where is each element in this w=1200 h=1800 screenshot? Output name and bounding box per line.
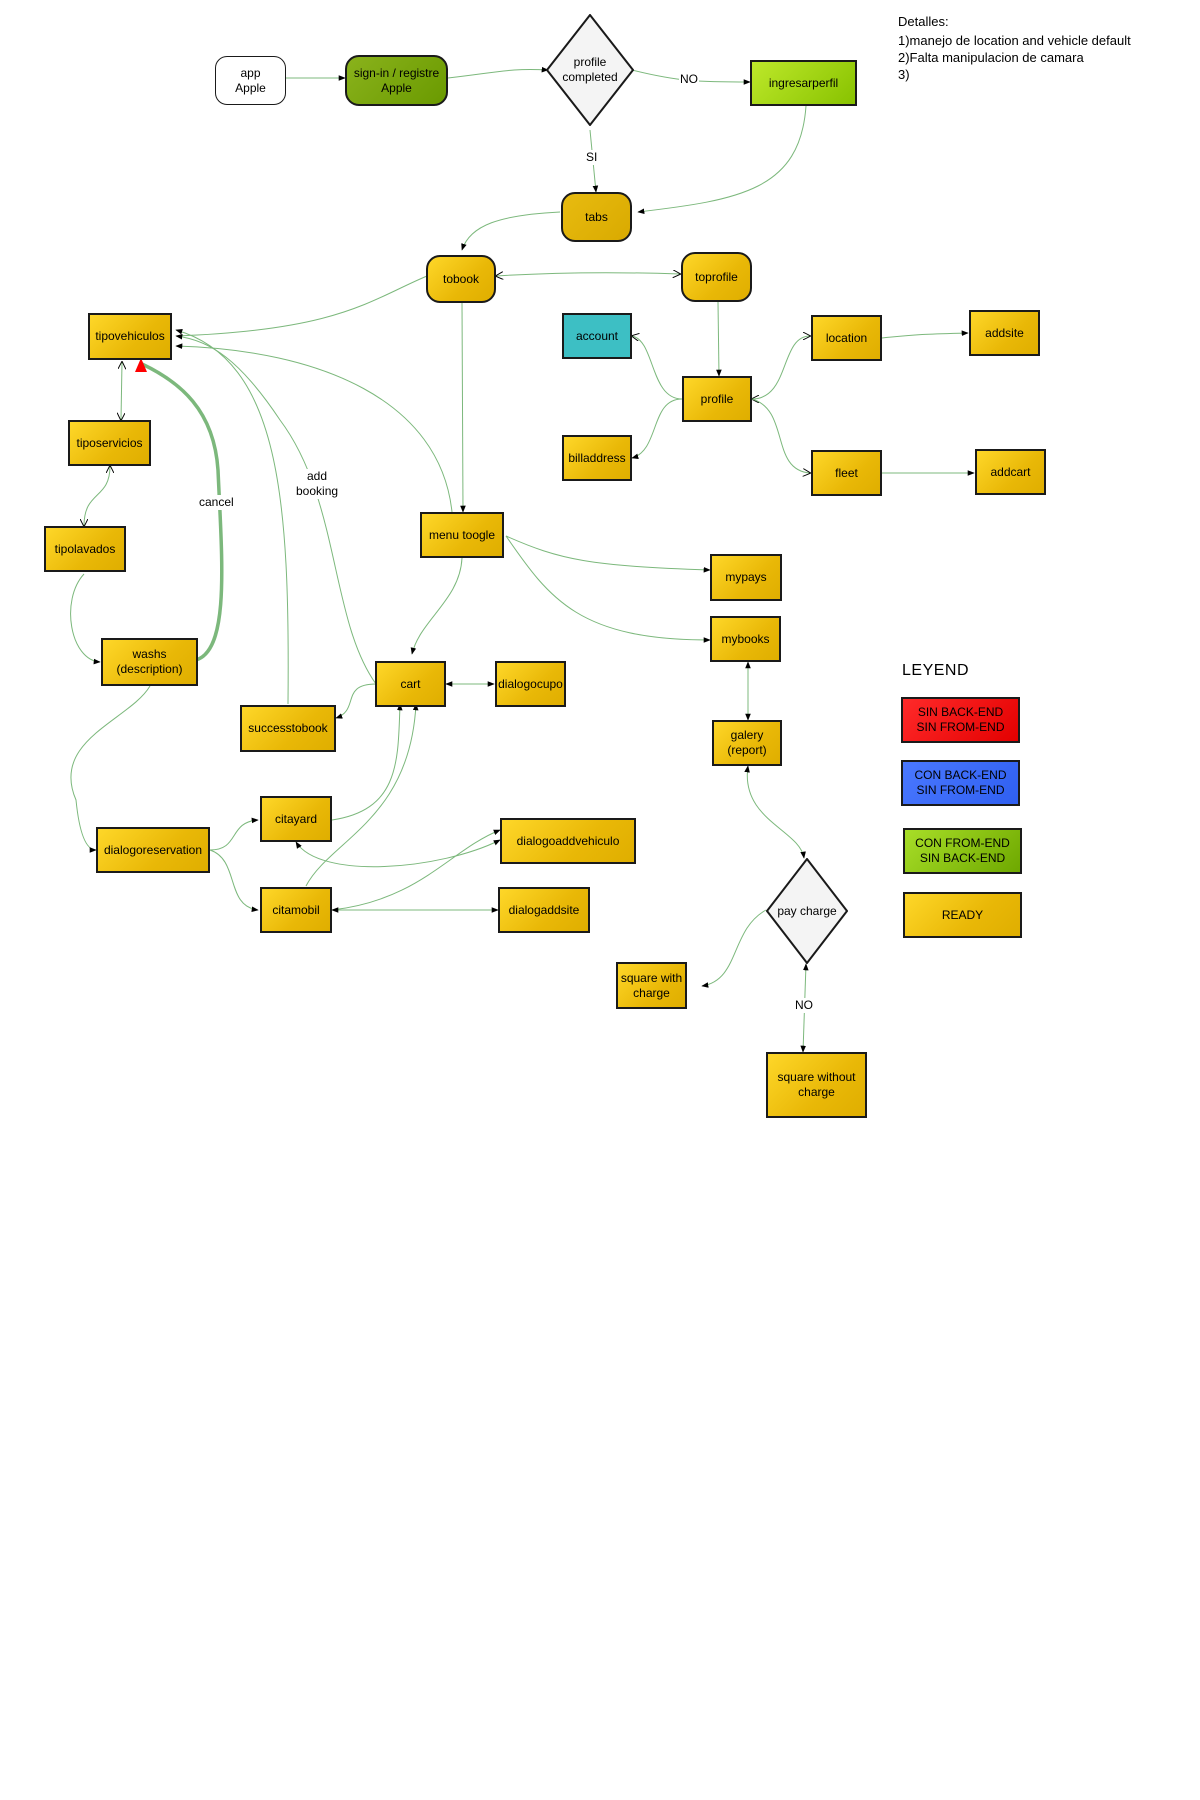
node-citayard[interactable]: citayard (260, 796, 332, 842)
edge-label-add-booking: add booking (295, 469, 340, 499)
edge-location-addsite (881, 330, 969, 339)
detail-line-1: 1)manejo de location and vehicle default (898, 33, 1131, 48)
node-galery[interactable]: galery (report) (712, 720, 782, 766)
node-tipovehiculos[interactable]: tipovehiculos (88, 313, 172, 360)
edge-menutoogle-mybooks (505, 535, 711, 643)
edge-citamobil-dialogoaddvehiculo (331, 829, 501, 911)
edge-toprofile-profile (716, 301, 722, 377)
legend-item-con-fromend-sin-backend: CON FROM-END SIN BACK-END (903, 828, 1022, 874)
edge-citamobil-cart (305, 703, 419, 887)
node-tobook[interactable]: tobook (426, 255, 496, 303)
edge-menutoogle-tipovehiculos (175, 343, 453, 513)
edge-label-cancel: cancel (198, 495, 235, 510)
node-fleet[interactable]: fleet (811, 450, 882, 496)
detail-line-2: 2)Falta manipulacion de camara (898, 50, 1084, 65)
detail-line-3: 3) (898, 67, 910, 82)
legend-item-sin-backend-sin-fromend: SIN BACK-END SIN FROM-END (901, 697, 1020, 743)
edge-citayard-cart (331, 703, 403, 821)
edge-signin-profilecompleted (447, 66, 549, 79)
edge-profile-location (752, 336, 810, 399)
node-tipolavados[interactable]: tipolavados (44, 526, 126, 572)
edge-profile-billaddress (631, 398, 683, 459)
edge-cart-successtobook (335, 683, 377, 719)
node-successtobook[interactable]: successtobook (240, 705, 336, 752)
edge-tobook-toprofile (496, 273, 680, 276)
legend-item-ready: READY (903, 892, 1022, 938)
edge-tipolavados-washs (70, 573, 101, 665)
node-profile-completed-label: profile completed (562, 55, 618, 84)
edge-cart-tipovehiculos-addbooking (175, 333, 377, 685)
node-dialogoreservation[interactable]: dialogoreservation (96, 827, 210, 873)
edge-tiposervicios-tipolavados (84, 466, 110, 526)
node-mybooks[interactable]: mybooks (710, 616, 781, 662)
edge-tipovehiculos-tiposervicios (121, 362, 122, 420)
node-profile-completed-diamond[interactable] (546, 14, 634, 126)
node-mypays[interactable]: mypays (710, 554, 782, 601)
edge-profile-fleet (751, 398, 810, 473)
legend-title: LEYEND (902, 662, 970, 679)
edge-dialogoreservation-citayard (209, 817, 259, 851)
legend-item-con-backend-sin-fromend: CON BACK-END SIN FROM-END (901, 760, 1020, 806)
node-citamobil[interactable]: citamobil (260, 887, 332, 933)
edge-label-si: SI (585, 150, 599, 165)
edge-washs-dialogoreservation (70, 685, 151, 853)
node-location[interactable]: location (811, 315, 882, 361)
edge-label-no-profile: NO (679, 72, 699, 87)
node-tabs[interactable]: tabs (561, 192, 632, 242)
cancel-arrowhead (135, 358, 147, 372)
node-dialogaddsite[interactable]: dialogaddsite (498, 887, 590, 933)
edge-menutoogle-mypays (505, 535, 711, 573)
node-pay-charge-label: pay charge (777, 903, 837, 918)
node-cart[interactable]: cart (375, 661, 446, 707)
edge-ingresar-tabs (637, 105, 807, 215)
edge-washs-tipovehiculos-cancel (141, 362, 224, 662)
edge-profile-account (632, 336, 683, 400)
node-addcart[interactable]: addcart (975, 449, 1046, 495)
node-profile[interactable]: profile (682, 376, 752, 422)
node-square-without-charge[interactable]: square without charge (766, 1052, 867, 1118)
node-app-apple[interactable]: app Apple (215, 56, 286, 105)
edge-citayard-dialogoaddvehiculo (295, 839, 501, 868)
edge-menutoogle-cart (410, 557, 463, 655)
node-square-with-charge[interactable]: square with charge (616, 962, 687, 1009)
edge-paycharge-squarewith (701, 909, 767, 988)
node-pay-charge-diamond[interactable] (766, 858, 848, 964)
edge-tabs-tobook (461, 211, 561, 251)
node-menu-toogle[interactable]: menu toogle (420, 512, 504, 558)
node-washs[interactable]: washs (description) (101, 638, 198, 686)
edge-tobook-menutoogle (460, 301, 466, 513)
node-billaddress[interactable]: billaddress (562, 435, 632, 481)
node-ingresarperfil[interactable]: ingresarperfil (750, 60, 857, 106)
edge-tobook-tipovehiculos (175, 275, 428, 337)
edge-label-no-paycharge: NO (794, 998, 814, 1013)
node-toprofile[interactable]: toprofile (681, 252, 752, 302)
details-title: Detalles: (898, 14, 949, 29)
node-tiposervicios[interactable]: tiposervicios (68, 420, 151, 466)
edge-dialogoreservation-citamobil (209, 849, 259, 913)
node-addsite[interactable]: addsite (969, 310, 1040, 356)
node-sign-in[interactable]: sign-in / registre Apple (345, 55, 448, 106)
edge-galery-paycharge (744, 765, 806, 859)
node-dialogocupo[interactable]: dialogocupo (495, 661, 566, 707)
node-account[interactable]: account (562, 313, 632, 359)
node-dialogoaddvehiculo[interactable]: dialogoaddvehiculo (500, 818, 636, 864)
